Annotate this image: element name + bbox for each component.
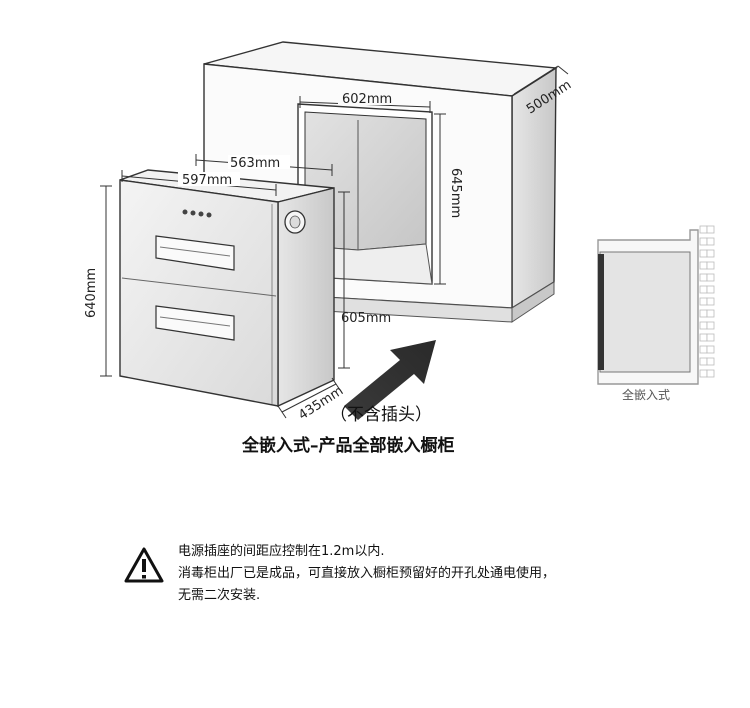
warning-icon	[124, 547, 164, 583]
lower-drawer-handle	[155, 305, 235, 341]
dim-label-597: 597mm	[182, 173, 232, 188]
dim-label-602: 602mm	[342, 92, 392, 107]
dim-label-640: 640mm	[84, 268, 99, 318]
opening-bottom-dimension: 605mm	[338, 191, 391, 369]
dim-label-605: 605mm	[341, 311, 391, 326]
warning-line: 消毒柜出厂已是成品，可直接放入橱柜预留好的开孔处通电使用，	[178, 566, 556, 581]
warning-notice: 电源插座的间距应控制在1.2m以内. 消毒柜出厂已是成品，可直接放入橱柜预留好的…	[124, 541, 684, 607]
embedded-inset: 全嵌入式	[597, 225, 715, 402]
warning-line: 电源插座的间距应控制在1.2m以内.	[178, 544, 385, 559]
unit-top-depth-dimension: 563mm	[195, 154, 333, 176]
warning-text: 电源插座的间距应控制在1.2m以内. 消毒柜出厂已是成品，可直接放入橱柜预留好的…	[178, 541, 555, 607]
cabinet-height-dimension: 645mm	[434, 113, 463, 285]
control-button	[206, 212, 212, 218]
control-button	[182, 209, 188, 215]
dim-label-645: 645mm	[448, 168, 463, 218]
inset-label: 全嵌入式	[622, 387, 670, 402]
upper-drawer-handle	[155, 235, 235, 271]
install-type-caption: 全嵌入式–产品全部嵌入橱柜	[241, 435, 455, 456]
control-button	[198, 211, 204, 217]
control-button	[190, 210, 196, 216]
unit-width-dimension: 597mm	[121, 170, 277, 196]
unit-height-dimension: 640mm	[84, 185, 112, 377]
dim-label-563: 563mm	[230, 156, 280, 171]
insert-arrow	[344, 340, 436, 420]
disinfection-cabinet-unit	[119, 169, 335, 408]
cabinet-plinth-side	[511, 281, 555, 323]
cabinet-width-dimension: 602mm	[299, 91, 431, 113]
wall-tiles	[699, 225, 715, 378]
no-plug-caption: （不含插头）	[330, 405, 432, 425]
warning-line: 无需二次安装.	[178, 588, 261, 603]
